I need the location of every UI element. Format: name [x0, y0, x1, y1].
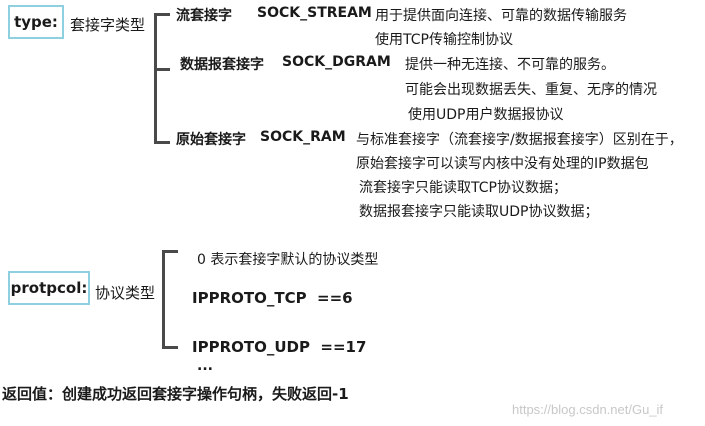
protocol-bracket-tick-1: [162, 250, 178, 253]
stream-socket-name: 流套接字: [176, 8, 232, 24]
protocol-udp: IPPROTO_UDP ==17: [192, 338, 367, 356]
stream-socket-const: SOCK_STREAM: [257, 5, 372, 21]
raw-socket-desc-4: 数据报套接字只能读取UDP协议数据；: [359, 204, 599, 220]
raw-socket-desc-2: 原始套接字可以读写内核中没有处理的IP数据包: [356, 156, 649, 172]
raw-socket-const: SOCK_RAM: [260, 129, 346, 145]
watermark: https://blog.csdn.net/Gu_if: [512, 402, 664, 417]
stream-socket-desc-1: 用于提供面向连接、可靠的数据传输服务: [375, 8, 627, 24]
datagram-socket-const: SOCK_DGRAM: [282, 54, 391, 70]
type-description: 套接字类型: [70, 16, 146, 34]
protocol-description: 协议类型: [95, 284, 156, 302]
protocol-bracket-tick-2: [162, 346, 178, 349]
protocol-box: protpcol:: [8, 271, 90, 305]
protocol-tcp: IPPROTO_TCP ==6: [192, 289, 353, 307]
type-bracket-tick-2: [154, 68, 170, 71]
raw-socket-name: 原始套接字: [176, 132, 246, 148]
stream-socket-desc-2: 使用TCP传输控制协议: [375, 32, 513, 48]
datagram-socket-name: 数据报套接字: [180, 57, 264, 73]
protocol-box-label: protpcol:: [10, 279, 88, 297]
datagram-socket-desc-3: 使用UDP用户数据报协议: [408, 107, 564, 123]
protocol-bracket-vertical: [162, 250, 165, 349]
datagram-socket-desc-2: 可能会出现数据丢失、重复、无序的情况: [405, 82, 657, 98]
type-bracket-vertical: [154, 13, 157, 144]
type-box-label: type:: [14, 13, 58, 31]
protocol-default: 0 表示套接字默认的协议类型: [197, 252, 379, 268]
type-bracket-tick-3: [154, 141, 170, 144]
raw-socket-desc-3: 流套接字只能读取TCP协议数据；: [359, 180, 567, 196]
type-bracket-tick-1: [154, 13, 170, 16]
raw-socket-desc-1: 与标准套接字（流套接字/数据报套接字）区别在于，: [356, 132, 683, 148]
return-value-text: 返回值：创建成功返回套接字操作句柄，失败返回-1: [2, 385, 349, 403]
type-box: type:: [8, 5, 64, 39]
datagram-socket-desc-1: 提供一种无连接、不可靠的服务。: [405, 57, 615, 73]
protocol-ellipsis: ...: [197, 358, 213, 374]
